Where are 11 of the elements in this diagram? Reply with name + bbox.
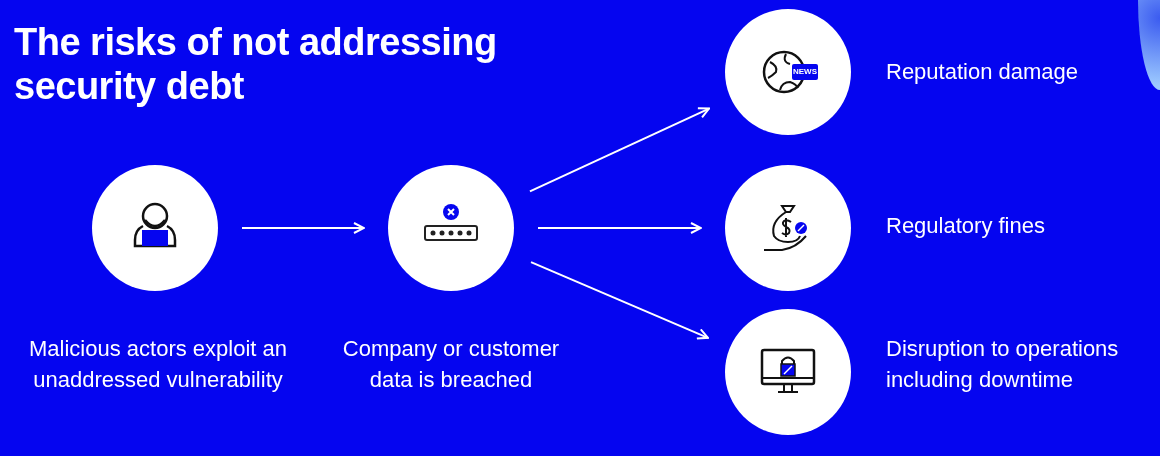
step-caption: Company or customer data is breached <box>341 335 561 394</box>
arrow <box>537 222 702 234</box>
step-caption: Reputation damage <box>886 58 1080 86</box>
arrow <box>241 222 365 234</box>
news-tag-text: NEWS <box>793 66 817 78</box>
title: The risks of not addressing security debt <box>14 20 498 108</box>
step-caption: Malicious actors exploit an unaddressed vulnerability <box>28 335 288 394</box>
arrow <box>528 107 711 193</box>
step-caption: Disruption to operations including downtime <box>886 335 1120 394</box>
arrow <box>530 261 709 340</box>
step-caption: Regulatory fines <box>886 212 1046 240</box>
